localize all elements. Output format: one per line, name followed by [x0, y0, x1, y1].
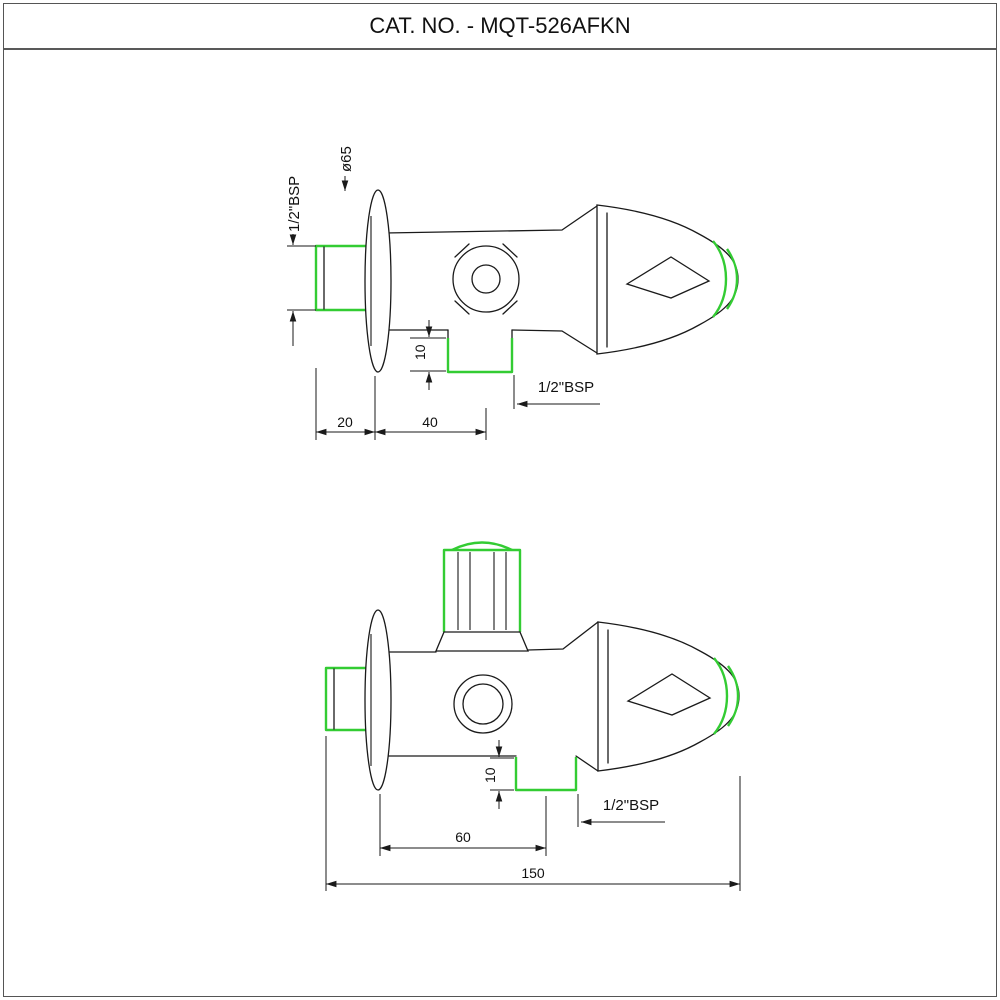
dim-label-outlet-stub-top: 10 — [412, 344, 428, 360]
top-view-drawing: ø65 1/2"BSP 10 1/2"BSP — [286, 146, 739, 440]
dimension-outlet-stub-top: 10 — [410, 320, 446, 390]
valve-body — [384, 621, 599, 772]
pipe-dome-cap — [451, 541, 513, 552]
wall-flange — [364, 609, 392, 791]
handle-knob — [597, 621, 740, 772]
dimension-outlet-stub-bottom: 10 — [482, 740, 514, 809]
dim-label-outlet-stub-bottom: 10 — [482, 767, 498, 783]
outlet-pipe — [514, 757, 578, 792]
dim-label-inlet-thread: 1/2"BSP — [286, 176, 303, 232]
dim-label-outlet-thread-top: 1/2"BSP — [538, 379, 594, 396]
dim-label-40: 40 — [422, 414, 438, 430]
inlet-pipe — [314, 244, 372, 312]
handle-tip-band — [712, 240, 728, 318]
dim-label-150: 150 — [521, 865, 545, 881]
bonnet-circle — [452, 245, 520, 313]
valve-body — [384, 205, 598, 354]
dimension-60: 60 — [379, 794, 547, 856]
pipe-collar — [435, 631, 529, 652]
dimension-20-40: 20 40 — [315, 368, 487, 440]
bonnet-inner-circle — [462, 683, 504, 725]
outlet-pipe — [446, 338, 514, 374]
top-outlet-pipe — [435, 541, 529, 652]
bonnet-inner-circle — [471, 264, 501, 294]
dim-label-outlet-thread-bottom: 1/2"BSP — [603, 797, 659, 814]
bonnet-boss — [452, 243, 520, 315]
handle-indicator-diamond — [625, 256, 711, 299]
handle-indicator-diamond — [626, 673, 712, 716]
dimension-150: 150 — [325, 736, 741, 891]
handle-tip-band-outer — [727, 665, 740, 727]
handle-tip-band-outer — [726, 248, 739, 310]
catalog-number-title: CAT. NO. - MQT-526AFKN — [369, 13, 630, 38]
wall-flange — [364, 189, 392, 373]
dimension-flange-diameter: ø65 — [338, 146, 355, 191]
handle-tip-band — [713, 657, 729, 735]
dim-label-flange-diameter: ø65 — [338, 146, 355, 172]
bottom-view-drawing: 10 1/2"BSP 60 150 — [324, 541, 741, 891]
dimension-outlet-thread-top: 1/2"BSP — [513, 375, 600, 409]
dimension-outlet-thread-bottom: 1/2"BSP — [577, 794, 665, 827]
handle-knob — [596, 204, 739, 355]
dimension-inlet-thread: 1/2"BSP — [286, 176, 316, 346]
dim-label-20: 20 — [337, 414, 353, 430]
sheet-border — [3, 3, 997, 997]
dim-label-60: 60 — [455, 829, 471, 845]
